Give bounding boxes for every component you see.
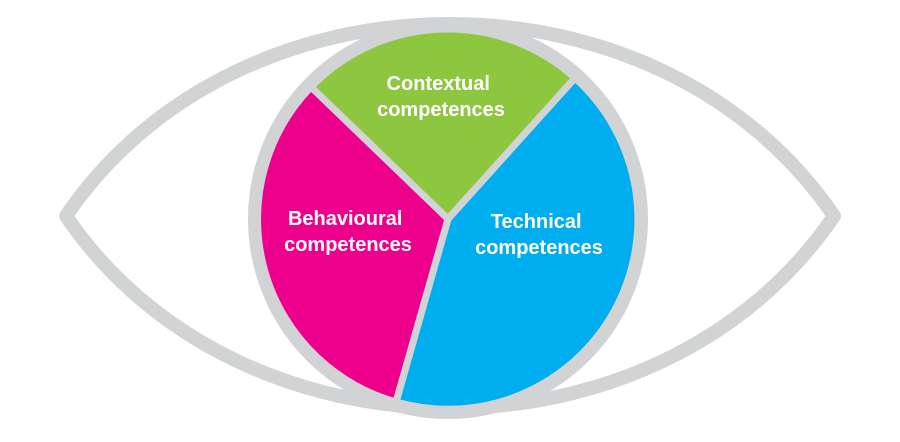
behavioural-label-line1: Behavioural [288,208,402,230]
technical-label-line2: competences [475,237,603,259]
contextual-label-line1: Contextual [387,73,490,95]
behavioural-segment [254,83,452,406]
technical-label: Technical competences [475,211,603,259]
behavioural-label: Behavioural competences [284,208,412,256]
contextual-segment [307,25,579,223]
eye-outline [59,17,841,415]
technical-segment [392,74,642,413]
technical-label-line1: Technical [491,211,582,233]
contextual-label: Contextual competences [377,73,505,121]
behavioural-label-line2: competences [284,234,412,256]
contextual-label-line2: competences [377,99,505,121]
